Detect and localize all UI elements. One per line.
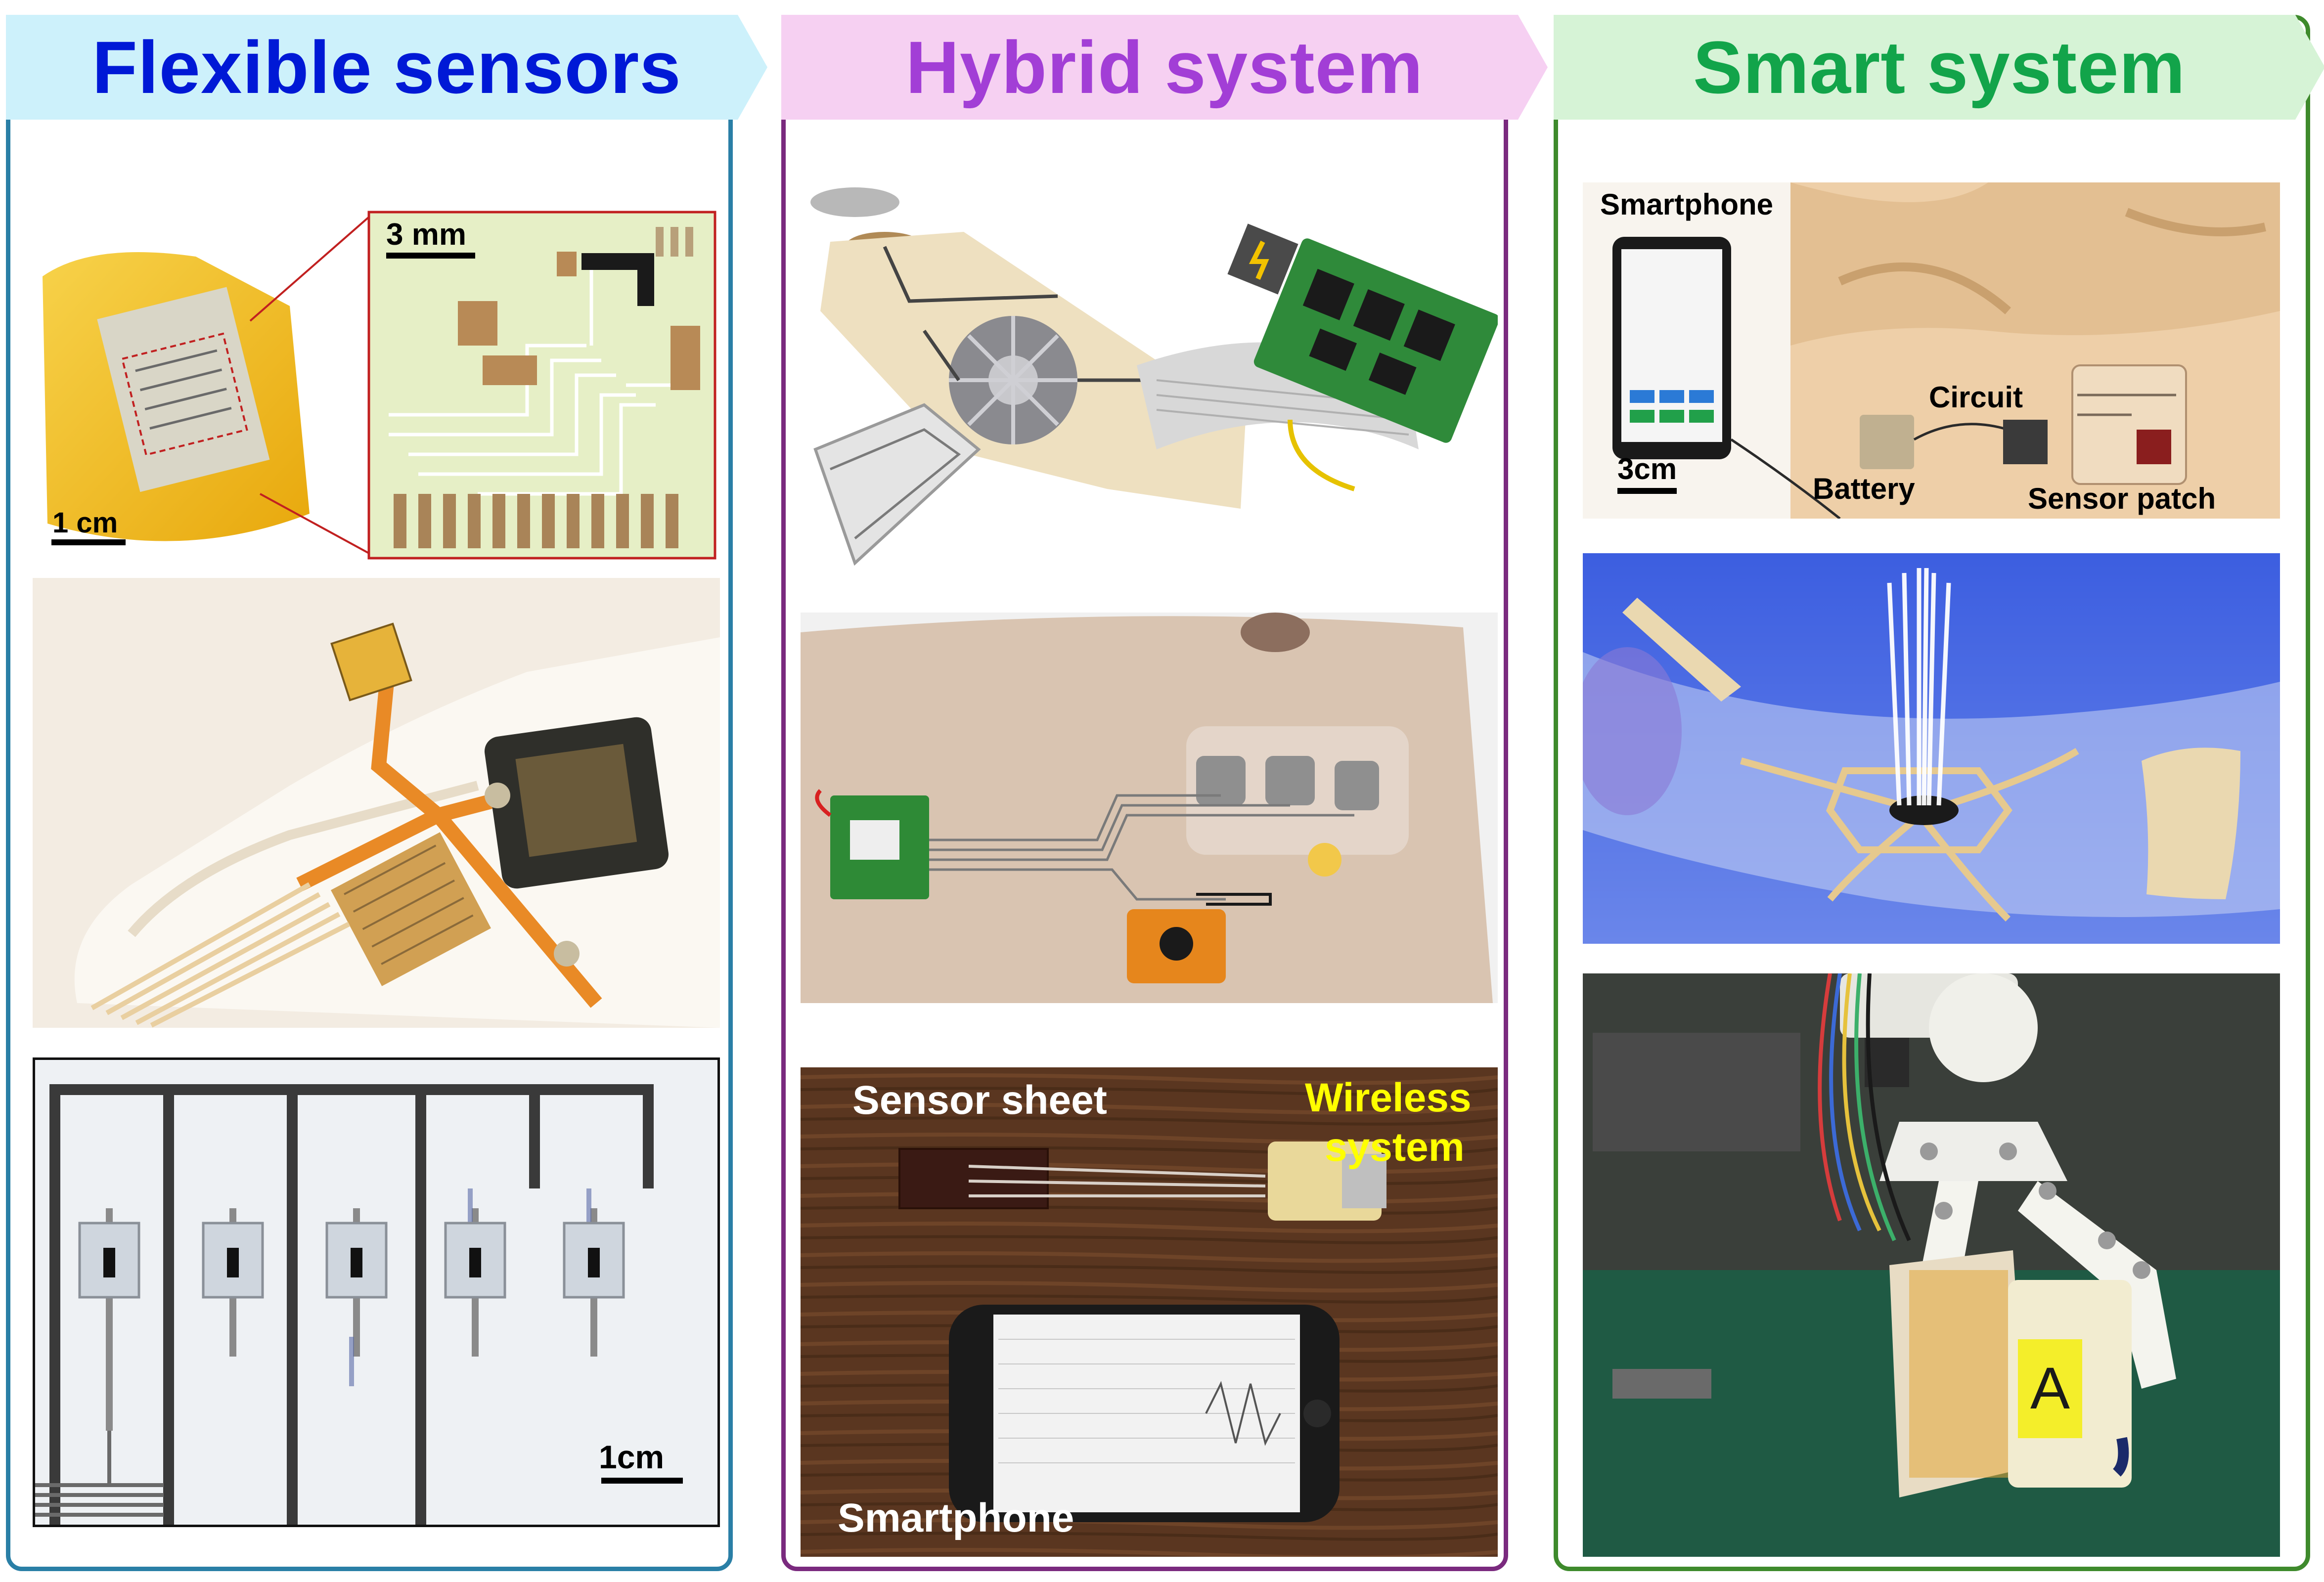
- smart-scale-bar: [1617, 488, 1677, 494]
- fiber-sensor-illustration: [1583, 553, 2280, 944]
- wireless-system-photo: Sensor sheet Wireless system Smartphone: [801, 1067, 1498, 1557]
- smartphone-label: Smartphone: [838, 1495, 1074, 1540]
- inset-scale-label: 3 mm: [386, 218, 466, 252]
- sensor-sheet-label: Sensor sheet: [852, 1078, 1107, 1123]
- array-scale-bar: [601, 1478, 683, 1484]
- wireless-system-label-line2: system: [1325, 1125, 1465, 1170]
- flexible-sensors-header: Flexible sensors: [6, 15, 767, 120]
- wearable-system-photo: Smartphone 3cm Circuit Battery Sensor pa…: [1583, 182, 2280, 519]
- fiber-sensor-photo: [1583, 553, 2280, 944]
- wireless-system-label-line1: Wireless: [1305, 1075, 1472, 1120]
- flexible-film-photo: 3 mm 1 cm: [33, 197, 720, 563]
- robot-gripper-photo: A: [1583, 973, 2280, 1557]
- smart-system-header: Smart system: [1554, 15, 2324, 120]
- smart-scale-label: 3cm: [1617, 452, 1677, 485]
- smart-system-panel: Smart system S: [1554, 15, 2310, 1571]
- film-scale-label: 1 cm: [52, 507, 118, 539]
- flexible-sensors-title: Flexible sensors: [92, 25, 681, 109]
- hybrid-device-illustration: [810, 187, 1498, 566]
- flexible-film-illustration: [43, 211, 716, 560]
- flexible-sensors-panel: Flexible sensors: [6, 15, 733, 1571]
- sensor-array-photo: 1cm: [33, 1057, 720, 1527]
- smart-system-title: Smart system: [1693, 25, 2186, 109]
- glove-sensor-photo: [33, 578, 720, 1028]
- battery-label: Battery: [1813, 472, 1915, 505]
- sensor-patch-label: Sensor patch: [2028, 482, 2216, 515]
- hybrid-system-panel: Hybrid system: [781, 15, 1508, 1571]
- sensor-array-illustration: [35, 1060, 717, 1525]
- gripper-block-letter: A: [2030, 1355, 2070, 1421]
- torso-patch-photo: [801, 613, 1498, 1003]
- wireless-system-illustration: [801, 1067, 1498, 1557]
- smartphone-label-smart: Smartphone: [1600, 188, 1774, 221]
- circuit-label: Circuit: [1929, 381, 2023, 414]
- hybrid-device-render: [801, 173, 1498, 598]
- array-scale-label: 1cm: [599, 1439, 665, 1475]
- inset-scale-bar: [386, 253, 475, 259]
- film-scale-bar: [51, 539, 126, 545]
- hybrid-system-header: Hybrid system: [781, 15, 1548, 120]
- torso-patch-illustration: [801, 613, 1498, 1003]
- hybrid-system-title: Hybrid system: [905, 25, 1424, 109]
- robot-gripper-illustration: [1583, 973, 2280, 1557]
- wearable-system-illustration: [1583, 182, 2280, 519]
- glove-sensor-illustration: [33, 578, 720, 1028]
